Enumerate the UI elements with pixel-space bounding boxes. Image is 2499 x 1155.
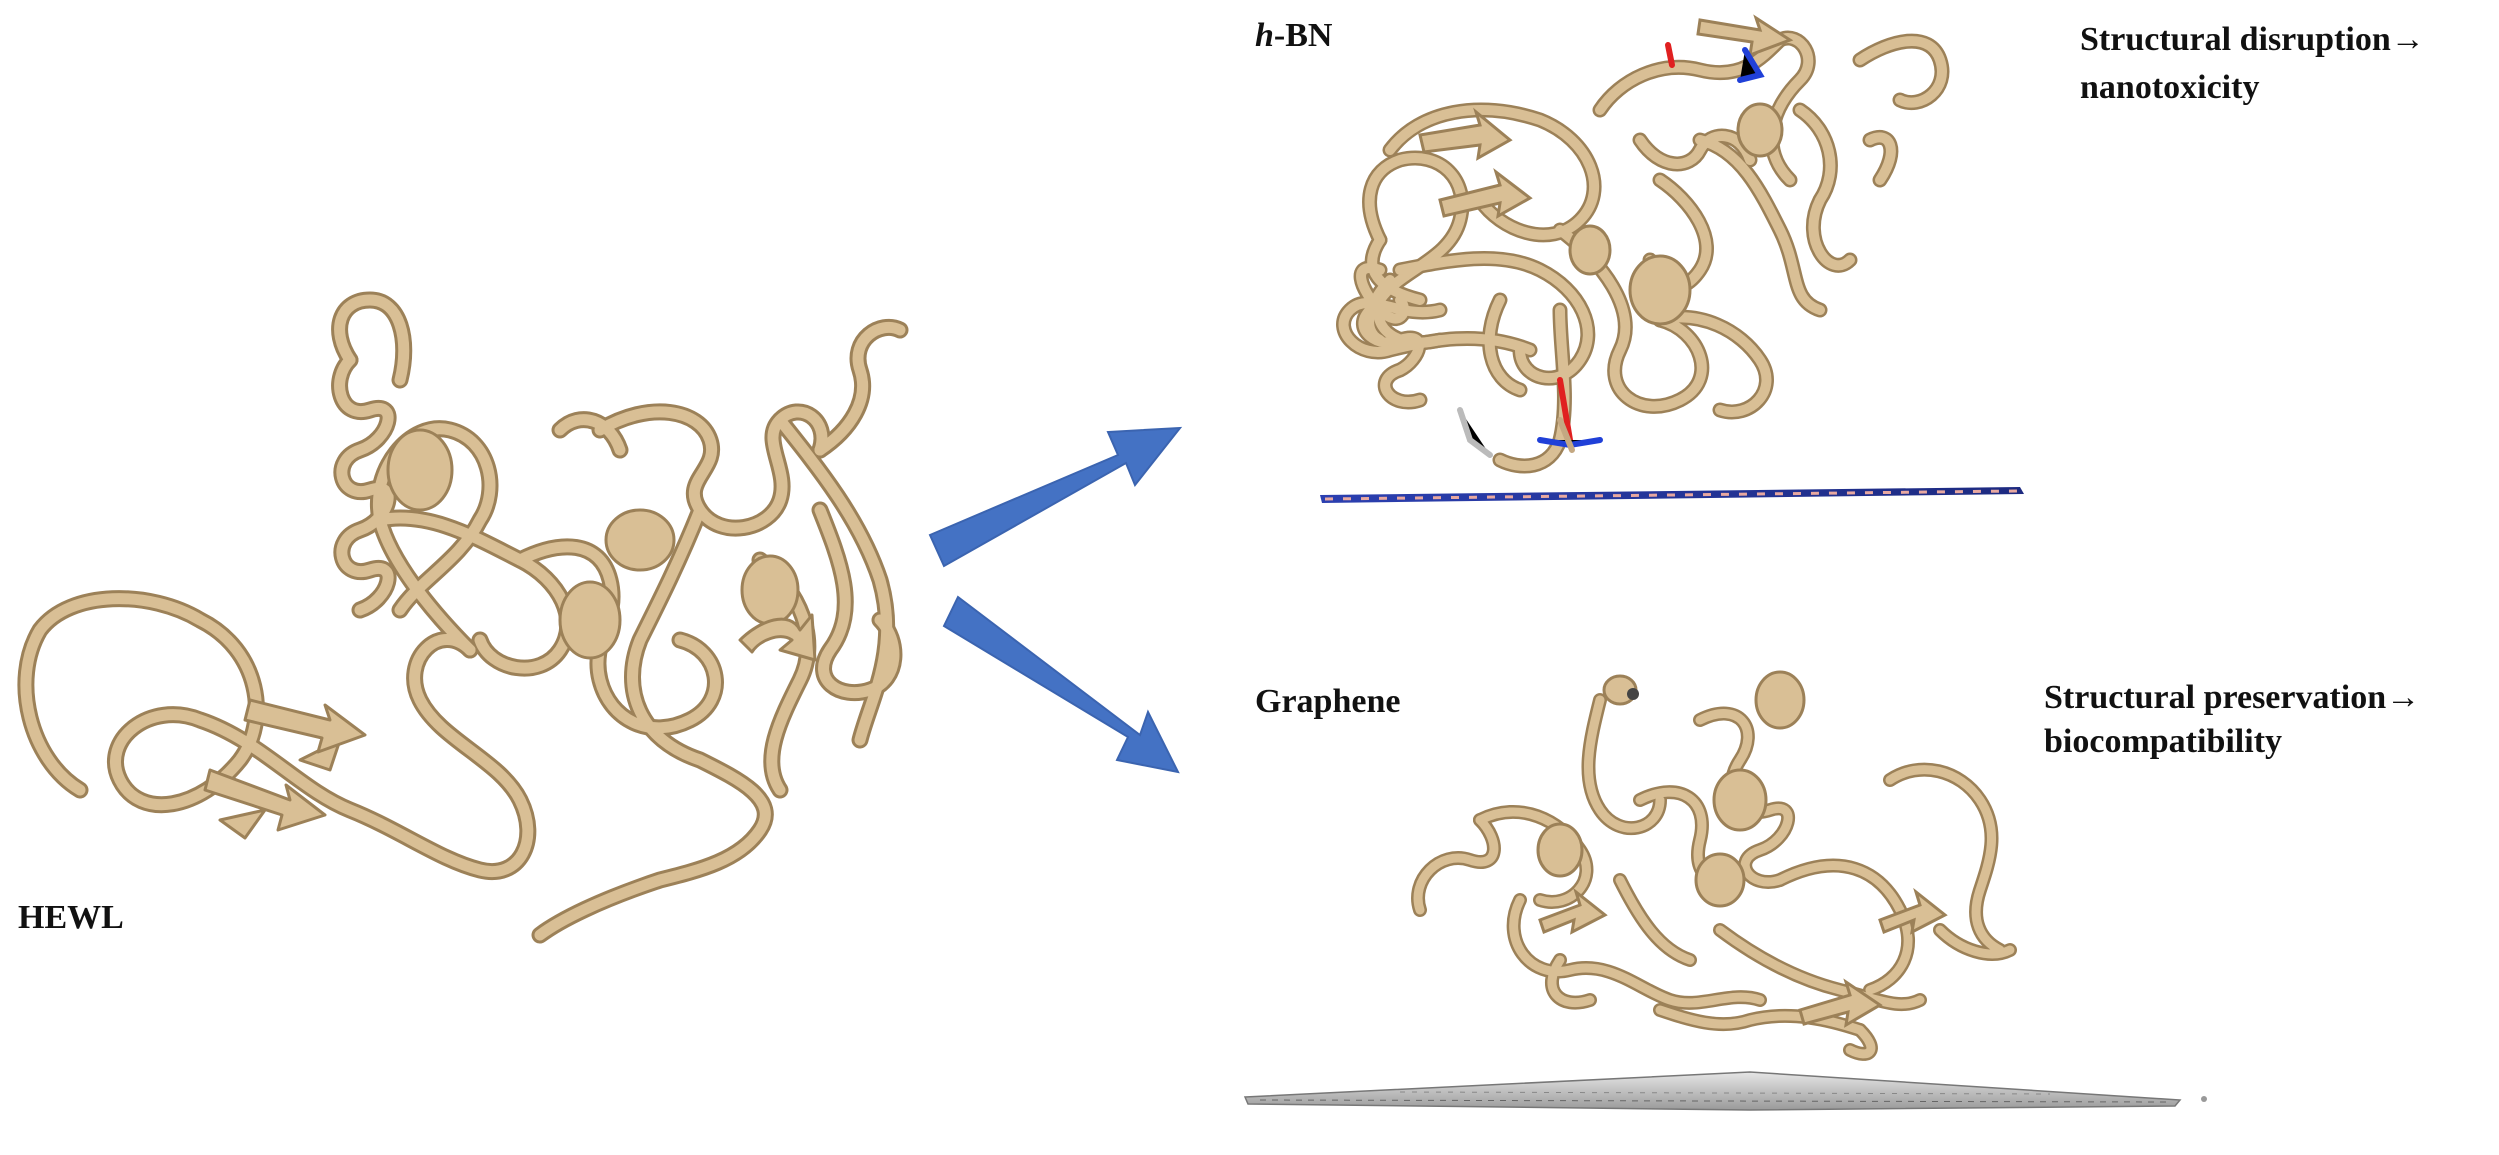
right-arrow-icon: →: [2386, 679, 2421, 716]
graphene-outcome-line1: Structural preservation→: [2044, 676, 2420, 720]
protein-on-graphene-sheet-icon: [1243, 670, 2207, 1111]
hbn-label: h-BN: [1255, 14, 1332, 58]
hbn-label-italic-h: h: [1255, 17, 1274, 54]
block-arrow-down-icon: [942, 595, 1180, 774]
block-arrow-up-icon: [928, 426, 1183, 568]
right-arrow-icon: →: [2390, 21, 2425, 58]
hbn-label-suffix: -BN: [1273, 17, 1333, 54]
graphene-outcome-text: Structural preservation: [2044, 679, 2387, 716]
hewl-label: HEWL: [18, 899, 124, 936]
hbn-outcome-line2: nanotoxicity: [2080, 69, 2260, 106]
hbn-outcome-line1: Structural disruption→: [2080, 18, 2425, 62]
graphene-outcome-line2: biocompatibility: [2044, 723, 2283, 760]
hbn-outcome-text: Structural disruption: [2080, 21, 2391, 58]
hewl-protein-ribbon-icon: [17, 291, 909, 944]
protein-on-hbn-sheet-icon: [1320, 14, 2024, 503]
graphene-label: Graphene: [1255, 683, 1401, 720]
